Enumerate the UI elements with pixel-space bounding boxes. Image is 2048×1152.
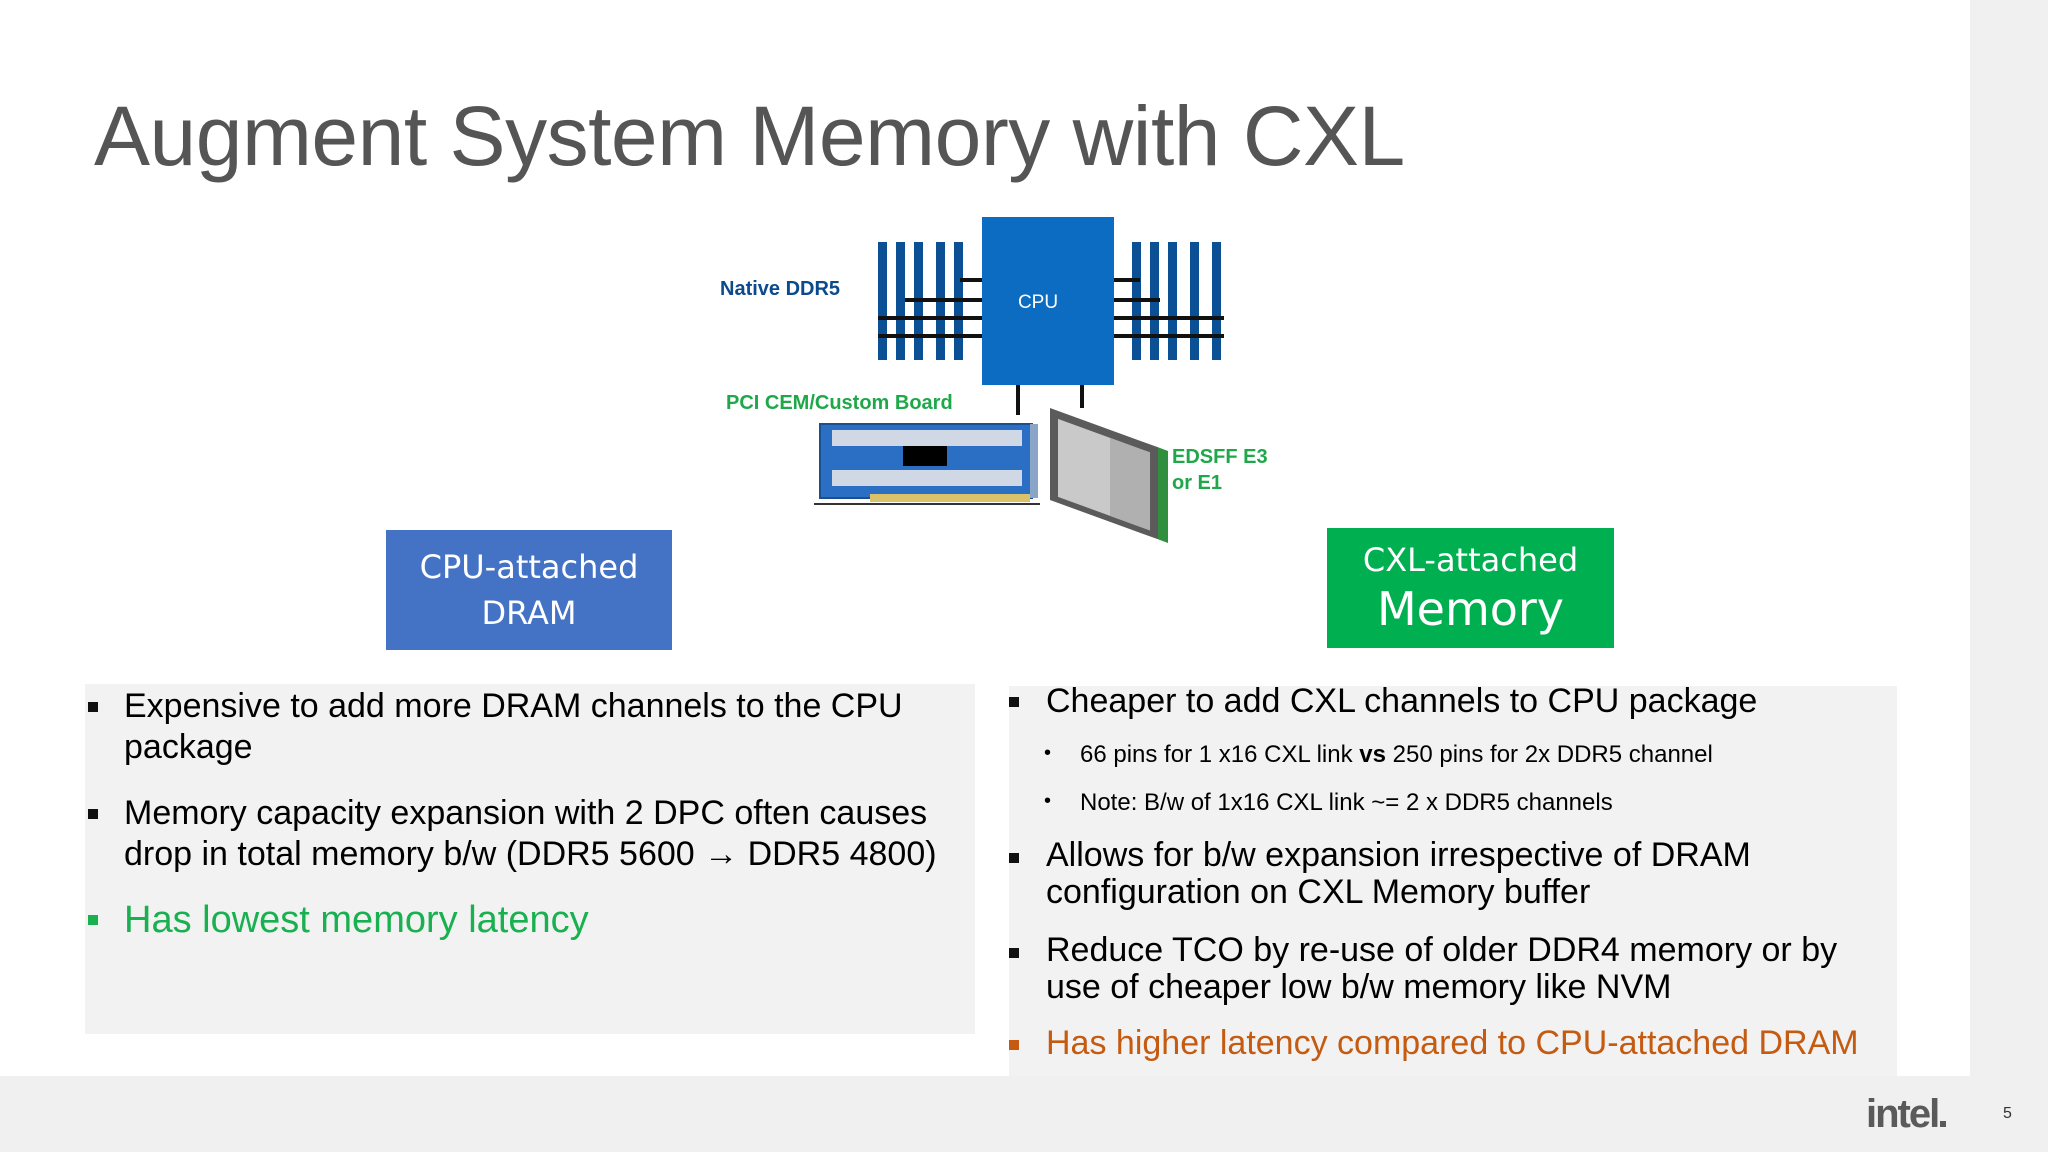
bullet-marker <box>1009 697 1019 707</box>
left-bullet-2-line2: drop in total memory b/w (DDR5 5600 → DD… <box>124 835 937 873</box>
right-bullet-2: Allows for b/w expansion irrespective of… <box>1046 837 1751 911</box>
callout-right-line1: CXL-attached <box>1362 541 1579 579</box>
right-margin-strip <box>1970 0 2048 1152</box>
right-bullet-3-line1: Reduce TCO by re-use of older DDR4 memor… <box>1046 931 1838 969</box>
sub1-text-a: 66 pins for 1 x16 CXL link <box>1080 741 1360 768</box>
callout-left-line2: DRAM <box>481 594 577 632</box>
left-bullet-1: Expensive to add more DRAM channels to t… <box>124 686 903 768</box>
right-bullet-3: Reduce TCO by re-use of older DDR4 memor… <box>1046 932 1837 1006</box>
page-number: 5 <box>2003 1105 2012 1122</box>
left-bullet-2: Memory capacity expansion with 2 DPC oft… <box>124 793 937 875</box>
sub-bullet-dot: • <box>1044 742 1052 764</box>
edsff-label-line2: or E1 <box>1172 472 1223 494</box>
right-bullet-4: Has higher latency compared to CPU-attac… <box>1046 1024 1859 1062</box>
bullet-marker <box>1009 1040 1019 1050</box>
left-bullet-panel <box>85 684 975 1034</box>
right-bullet-panel <box>1009 686 1897 1076</box>
sub1-text-b: 250 pins for 2x DDR5 channel <box>1385 741 1713 768</box>
right-bullet-1: Cheaper to add CXL channels to CPU packa… <box>1046 682 1758 720</box>
edsff-label: EDSFF E3 or E1 <box>1172 444 1268 496</box>
cpu-label: CPU <box>1017 292 1059 313</box>
cxl-attached-memory-callout: CXL-attached Memory <box>1327 528 1614 648</box>
callout-left-line1: CPU-attached <box>419 548 639 586</box>
intel-logo-text: intel <box>1866 1092 1940 1136</box>
cpu-attached-dram-callout: CPU-attached DRAM <box>386 530 672 650</box>
bullet-marker <box>88 809 98 819</box>
sub1-text-bold: vs <box>1359 741 1386 768</box>
intel-logo: intel <box>1866 1092 1947 1137</box>
edsff-label-line1: EDSFF E3 <box>1172 446 1268 468</box>
right-bullet-3-line2: use of cheaper low b/w memory like NVM <box>1046 968 1672 1006</box>
slide-title: Augment System Memory with CXL <box>94 89 1405 183</box>
callout-right-line2: Memory <box>1376 582 1565 636</box>
left-bullet-1-line2: package <box>124 728 253 766</box>
left-bullet-1-line1: Expensive to add more DRAM channels to t… <box>124 687 903 725</box>
bullet-marker <box>1009 948 1019 958</box>
bullet-marker <box>1009 853 1019 863</box>
bullet-marker <box>88 702 98 712</box>
left-bullet-3: Has lowest memory latency <box>124 899 589 941</box>
footer-band <box>0 1076 1970 1152</box>
sub-bullet-dot: • <box>1044 790 1052 812</box>
right-sub-bullet-1: 66 pins for 1 x16 CXL link vs 250 pins f… <box>1080 741 1713 769</box>
right-bullet-2-line2: configuration on CXL Memory buffer <box>1046 873 1591 911</box>
right-sub-bullet-2: Note: B/w of 1x16 CXL link ~= 2 x DDR5 c… <box>1080 789 1613 816</box>
pci-board-label: PCI CEM/Custom Board <box>726 392 953 414</box>
intel-logo-dot <box>1940 1121 1947 1127</box>
right-bullet-2-line1: Allows for b/w expansion irrespective of… <box>1046 836 1751 874</box>
bullet-marker <box>88 915 98 925</box>
left-bullet-2-line1: Memory capacity expansion with 2 DPC oft… <box>124 794 928 832</box>
native-ddr5-label: Native DDR5 <box>720 278 841 300</box>
